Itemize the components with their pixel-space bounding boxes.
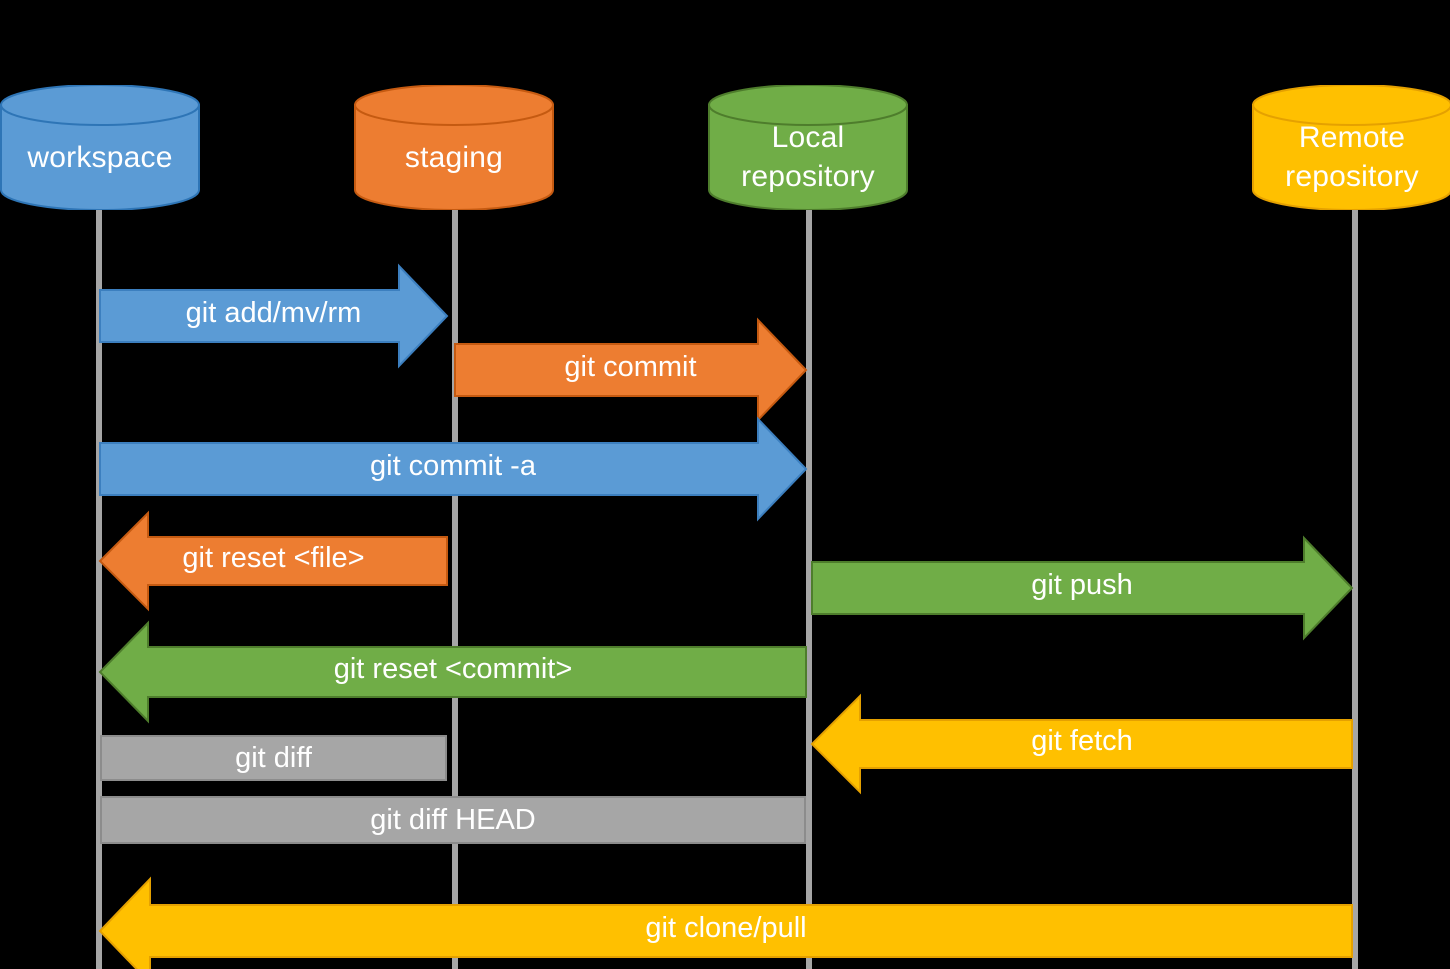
arrow-git-clone-pull[interactable]: git clone/pull	[98, 876, 1353, 969]
lifeline-remote-repo	[1352, 195, 1358, 969]
arrow-git-commit-a[interactable]: git commit -a	[99, 416, 808, 522]
arrow-git-reset-file[interactable]: git reset <file>	[98, 510, 448, 612]
lifeline-local-repo	[806, 195, 812, 969]
arrow-git-add[interactable]: git add/mv/rm	[99, 263, 449, 369]
bar-label-git-diff: git diff	[235, 741, 312, 774]
node-staging[interactable]: staging	[354, 85, 554, 210]
node-remote-repo[interactable]: Remote repository	[1252, 85, 1450, 210]
arrow-git-push[interactable]: git push	[811, 535, 1354, 641]
bar-label-git-diff-head: git diff HEAD	[370, 803, 536, 836]
node-local-repo[interactable]: Local repository	[708, 85, 908, 210]
arrow-git-reset-commit[interactable]: git reset <commit>	[98, 620, 807, 724]
node-workspace[interactable]: workspace	[0, 85, 200, 210]
arrow-git-fetch[interactable]: git fetch	[810, 693, 1353, 795]
lifeline-workspace	[96, 195, 102, 969]
bar-git-diff[interactable]: git diff	[100, 735, 447, 781]
bar-git-diff-head[interactable]: git diff HEAD	[100, 796, 806, 844]
lifeline-staging	[452, 195, 458, 969]
arrow-git-commit[interactable]: git commit	[454, 317, 808, 423]
